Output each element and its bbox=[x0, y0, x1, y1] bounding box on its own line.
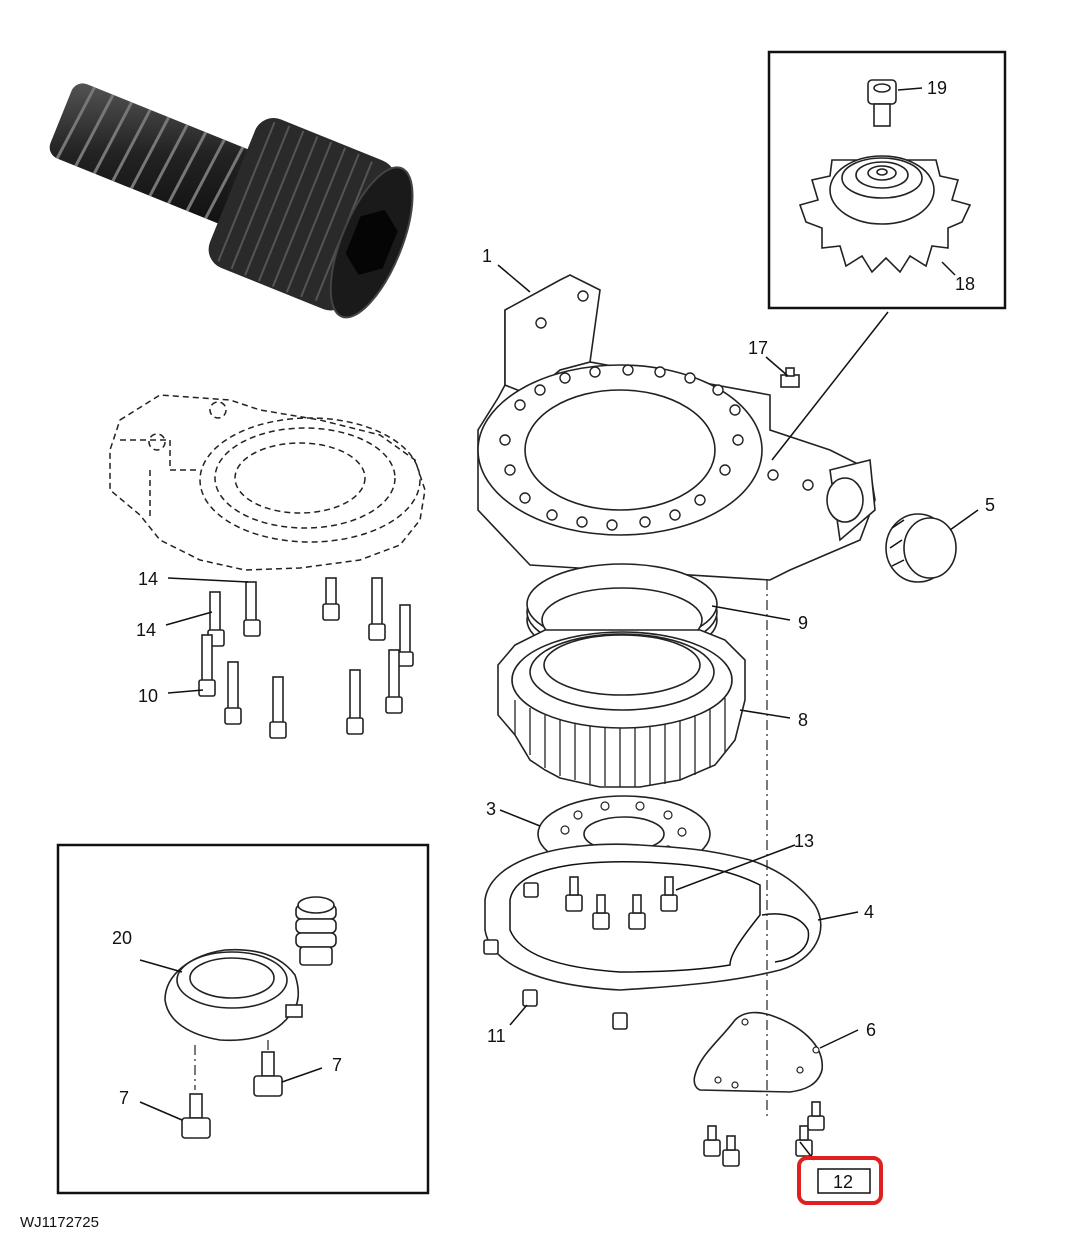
document-id: WJ1172725 bbox=[20, 1214, 99, 1231]
callout-10: 10 bbox=[138, 686, 158, 706]
callout-8: 8 bbox=[798, 710, 808, 730]
callout-7b: 7 bbox=[119, 1088, 129, 1108]
inset-18-19 bbox=[767, 50, 1007, 310]
screw-photo bbox=[49, 83, 414, 319]
center-lines bbox=[766, 311, 889, 1120]
bolts-part-11 bbox=[483, 939, 628, 1030]
callout-19: 19 bbox=[927, 78, 947, 98]
leader-lines bbox=[139, 87, 979, 1161]
callout-13: 13 bbox=[794, 831, 814, 851]
callout-3: 3 bbox=[486, 799, 496, 819]
callout-9: 9 bbox=[798, 613, 808, 633]
callout-labels: 1 17 19 18 5 14 14 10 9 8 3 13 4 20 11 6… bbox=[112, 78, 995, 1108]
callout-14a: 14 bbox=[138, 569, 158, 589]
callout-4: 4 bbox=[864, 902, 874, 922]
callout-12-highlight[interactable]: 12 bbox=[797, 1156, 883, 1205]
plug-part-5 bbox=[885, 513, 957, 583]
ghost-assembly bbox=[109, 394, 426, 571]
bolts-part-12 bbox=[703, 1101, 825, 1167]
fitting-part-17 bbox=[780, 367, 800, 388]
callout-17: 17 bbox=[748, 338, 768, 358]
callout-6: 6 bbox=[866, 1020, 876, 1040]
callout-14b: 14 bbox=[136, 620, 156, 640]
callout-1: 1 bbox=[482, 246, 492, 266]
callout-18: 18 bbox=[955, 274, 975, 294]
callout-20: 20 bbox=[112, 928, 132, 948]
housing-part-1 bbox=[477, 274, 876, 581]
bolts-part-13 bbox=[523, 876, 678, 930]
callout-11: 11 bbox=[487, 1026, 506, 1046]
callout-7a: 7 bbox=[332, 1055, 342, 1075]
plate-part-6 bbox=[693, 1011, 823, 1093]
callout-12: 12 bbox=[833, 1172, 853, 1192]
gear-part-8 bbox=[497, 629, 746, 788]
inset-20-7 bbox=[56, 843, 430, 1195]
gasket-part-4 bbox=[484, 843, 822, 991]
bolts-part-14-10 bbox=[198, 577, 414, 739]
callout-5: 5 bbox=[985, 495, 995, 515]
